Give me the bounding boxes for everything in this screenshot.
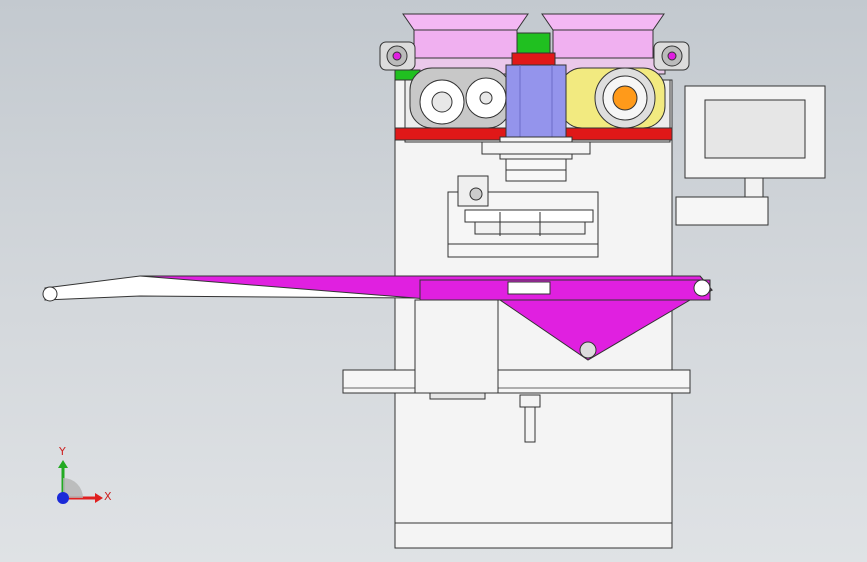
center-cylinder	[499, 32, 573, 182]
conveyor-belt	[42, 275, 714, 302]
motor-box	[414, 299, 499, 400]
right-bearing	[653, 41, 690, 71]
left-bearing	[379, 41, 421, 81]
y-axis-label: Y	[58, 445, 66, 458]
x-axis-label: X	[104, 490, 112, 503]
left-rollers	[409, 67, 511, 129]
axis-triad: Y X	[57, 445, 112, 504]
drive-plate	[498, 299, 692, 361]
forming-mechanism	[447, 175, 599, 258]
bottom-shaft	[519, 394, 541, 443]
right-rollers	[559, 67, 666, 129]
control-screen	[675, 85, 826, 226]
nozzle-plate	[481, 141, 591, 155]
